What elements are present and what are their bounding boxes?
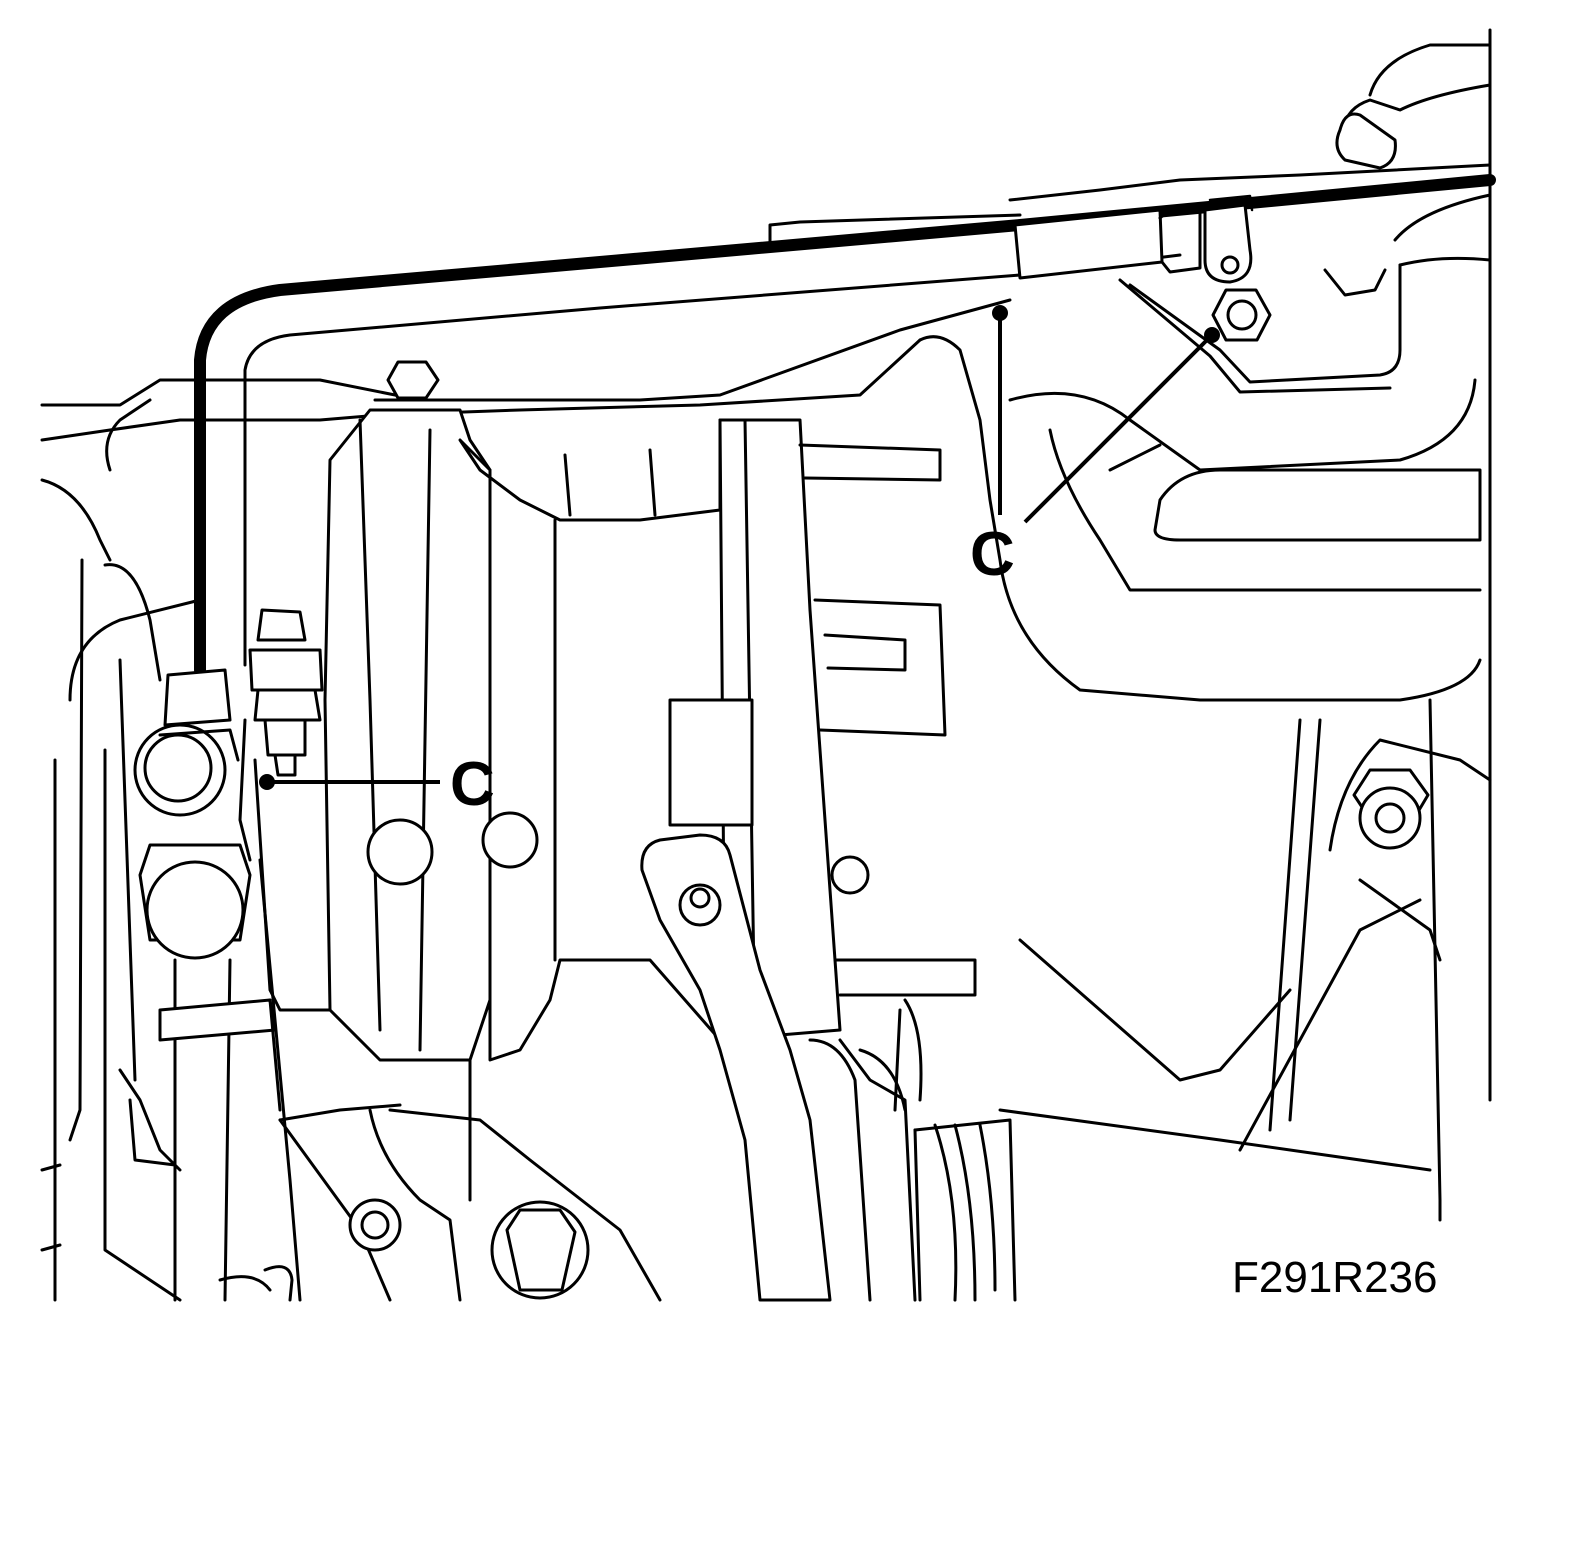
callout-label: C	[970, 520, 1015, 589]
lower-left-bolt	[138, 843, 294, 1302]
right-side-housing	[918, 335, 1492, 1222]
engine-mount-block	[323, 408, 977, 1062]
lower-linkage-arm	[640, 833, 917, 1302]
left-housing	[40, 398, 202, 1302]
ground-terminal-left	[133, 668, 240, 817]
upper-cable-terminal	[1203, 194, 1254, 284]
callout-label: C	[450, 750, 495, 819]
stud-bolt	[238, 608, 324, 862]
center-left-panel	[253, 758, 332, 1302]
callout-c1: C	[259, 750, 495, 819]
upper-body-panel	[40, 28, 1492, 1102]
figure-code: F291R236	[1232, 1253, 1437, 1302]
right-hex-bolt	[1352, 768, 1430, 850]
callout-c2: C	[970, 305, 1220, 589]
drive-shaft-boot	[893, 998, 1017, 1302]
ground-cable	[194, 174, 1496, 676]
lower-hex-bolt	[490, 1200, 590, 1300]
upper-bracket	[1118, 263, 1402, 394]
top-hex-bolt	[373, 360, 457, 402]
upper-nut	[1211, 288, 1272, 342]
lower-housing	[278, 1058, 662, 1302]
